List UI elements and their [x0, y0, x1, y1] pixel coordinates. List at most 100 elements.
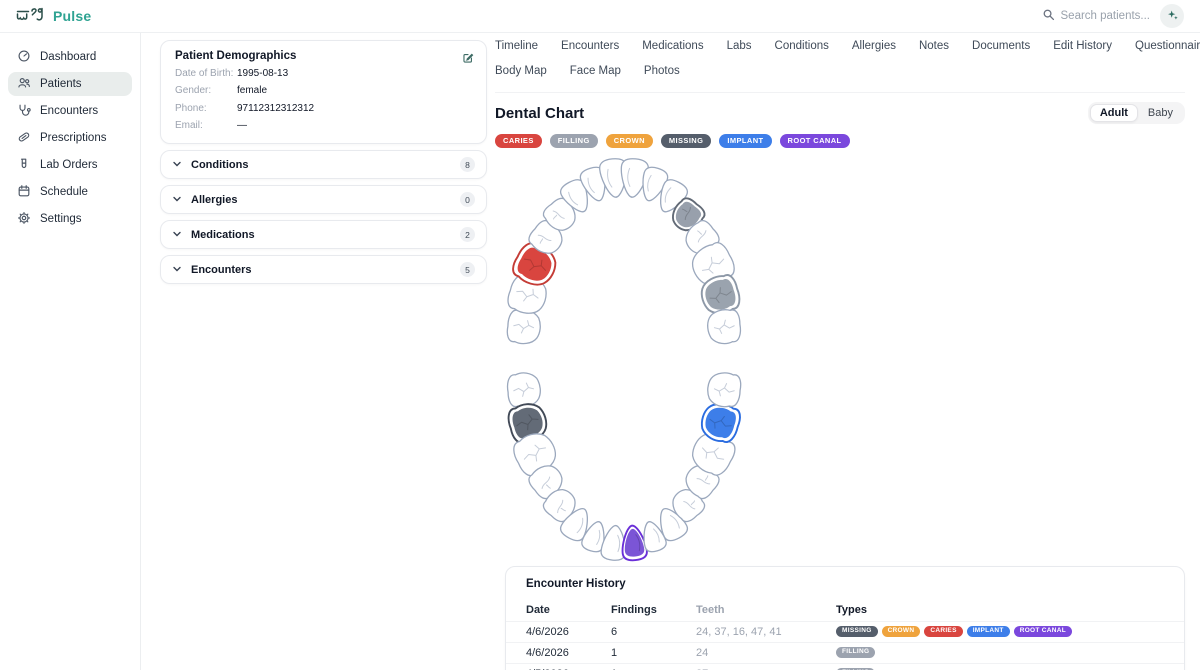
tooth-16-finding-caries [517, 247, 552, 281]
dental-chart-title: Dental Chart [495, 104, 585, 122]
demographics-title: Patient Demographics [175, 50, 297, 62]
encounter-history-card: Encounter History Date Findings Teeth Ty… [505, 565, 1185, 670]
main-panel: Timeline Encounters Medications Labs Conditi… [495, 36, 1200, 670]
tooth-24-finding-missing [675, 201, 702, 227]
toggle-option-baby[interactable]: Baby [1147, 107, 1173, 119]
sidebar-item-schedule[interactable]: Schedule [8, 180, 132, 204]
tab-documents[interactable]: Documents [972, 40, 1031, 52]
tab-labs[interactable]: Labs [726, 40, 752, 52]
tab-timeline[interactable]: Timeline [495, 40, 539, 52]
count-badge: 5 [460, 262, 475, 277]
type-badge-implant: IMPLANT [966, 625, 1010, 638]
dental-arch-diagram[interactable] [495, 151, 765, 566]
tooth-41[interactable] [620, 524, 648, 561]
type-badge-filling: FILLING [836, 646, 876, 659]
sidebar-item-prescriptions[interactable]: Prescriptions [8, 126, 132, 150]
sidebar-item-lab-orders[interactable]: Lab Orders [8, 153, 132, 177]
encounter-history-table: Date Findings Teeth Types 4/6/2026 6 24,… [506, 599, 1184, 670]
tab-questionnaires[interactable]: Questionnaires [1135, 40, 1200, 52]
record-tabs: Timeline Encounters Medications Labs Conditi… [495, 36, 1200, 93]
accordion-conditions[interactable]: Conditions 8 [160, 150, 487, 179]
magnifier-icon [1042, 8, 1055, 24]
tooth-44[interactable] [667, 483, 708, 524]
patients-icon [17, 76, 31, 93]
tooth-18[interactable] [506, 308, 542, 345]
ai-assistant-button[interactable] [1160, 4, 1184, 28]
tooth-43[interactable] [653, 503, 690, 544]
sidebar-item-encounters[interactable]: Encounters [8, 99, 132, 123]
tab-face-map[interactable]: Face Map [569, 65, 621, 77]
tooth-13[interactable] [558, 176, 595, 217]
tab-notes[interactable]: Notes [918, 40, 950, 52]
accordion-allergies[interactable]: Allergies 0 [160, 185, 487, 214]
tab-photos[interactable]: Photos [643, 65, 680, 77]
top-bar: Pulse Search patients... [0, 0, 1200, 33]
encounter-row[interactable]: 4/6/2026 1 24 FILLING [506, 641, 1184, 663]
type-badge-crown: CROWN [881, 625, 921, 638]
chevron-down-icon [172, 261, 182, 279]
edit-demographics-button[interactable] [460, 50, 476, 69]
search-placeholder: Search patients... [1060, 10, 1151, 22]
tab-body-map[interactable]: Body Map [495, 65, 547, 77]
tooth-35[interactable] [526, 459, 568, 501]
encounter-row[interactable]: 4/5/2026 1 27 FILLING [506, 662, 1184, 670]
type-badge-missing: MISSING [836, 625, 878, 638]
sidebar-item-label: Patients [40, 78, 82, 90]
demographics-field-row: Email: — [175, 120, 247, 131]
search-input[interactable]: Search patients... [1042, 8, 1151, 24]
sidebar-nav: Dashboard Patients Encounters Prescripti… [0, 33, 141, 670]
sidebar-item-patients[interactable]: Patients [8, 72, 132, 96]
tooth-27[interactable] [698, 272, 743, 318]
test-tube-icon [17, 157, 31, 174]
tooth-37[interactable] [505, 399, 550, 445]
tooth-14[interactable] [540, 195, 581, 236]
legend-badge-implant: IMPLANT [719, 134, 772, 148]
tooth-38[interactable] [506, 371, 542, 408]
tooth-48[interactable] [706, 371, 742, 408]
tooth-22[interactable] [637, 164, 670, 203]
legend-badge-missing: MISSING [660, 134, 712, 148]
sidebar-item-dashboard[interactable]: Dashboard [8, 45, 132, 69]
tab-conditions[interactable]: Conditions [774, 40, 829, 52]
tooth-42[interactable] [638, 518, 667, 553]
demographics-field-row: Date of Birth: 1995-08-13 [175, 67, 289, 79]
accordion-medications[interactable]: Medications 2 [160, 220, 487, 249]
demographics-field-row: Gender: female [175, 85, 268, 96]
sidebar-item-label: Settings [40, 213, 82, 225]
tooth-16[interactable] [509, 238, 562, 291]
sidebar-item-label: Dashboard [40, 51, 97, 63]
legend-badge-caries: CARIES [495, 134, 542, 148]
tooth-47[interactable] [698, 399, 743, 445]
tab-allergies[interactable]: Allergies [851, 40, 896, 52]
tooth-33[interactable] [558, 503, 595, 544]
app-name: Pulse [53, 8, 92, 24]
tooth-28[interactable] [706, 308, 742, 345]
tab-medications[interactable]: Medications [642, 40, 704, 52]
tooth-34[interactable] [540, 483, 581, 524]
patient-summary-column: Patient Demographics Date of Birth: 1995… [160, 40, 487, 284]
sidebar-item-label: Schedule [40, 186, 88, 198]
toggle-option-adult[interactable]: Adult [1089, 104, 1138, 122]
count-badge: 0 [460, 192, 475, 207]
tab-encounters[interactable]: Encounters [561, 40, 620, 52]
app-logo[interactable]: Pulse [16, 5, 91, 28]
tooth-26[interactable] [686, 238, 739, 291]
demographics-field-row: Phone: 97112312312312 [175, 102, 315, 114]
tab-edit-history[interactable]: Edit History [1053, 40, 1112, 52]
calendar-icon [17, 184, 31, 201]
tooth-31[interactable] [600, 524, 628, 561]
tooth-32[interactable] [580, 518, 609, 553]
tooth-41-finding-root-canal [624, 528, 645, 557]
legend-badge-filling: FILLING [549, 134, 598, 148]
tooth-36[interactable] [509, 427, 562, 480]
sidebar-item-settings[interactable]: Settings [8, 207, 132, 231]
dentition-toggle: Adult Baby [1087, 102, 1185, 124]
accordion-encounters[interactable]: Encounters 5 [160, 255, 487, 284]
sidebar-item-label: Lab Orders [40, 159, 98, 171]
sidebar-item-label: Prescriptions [40, 132, 107, 144]
stethoscope-icon [17, 103, 31, 120]
patient-demographics-card: Patient Demographics Date of Birth: 1995… [160, 40, 487, 144]
